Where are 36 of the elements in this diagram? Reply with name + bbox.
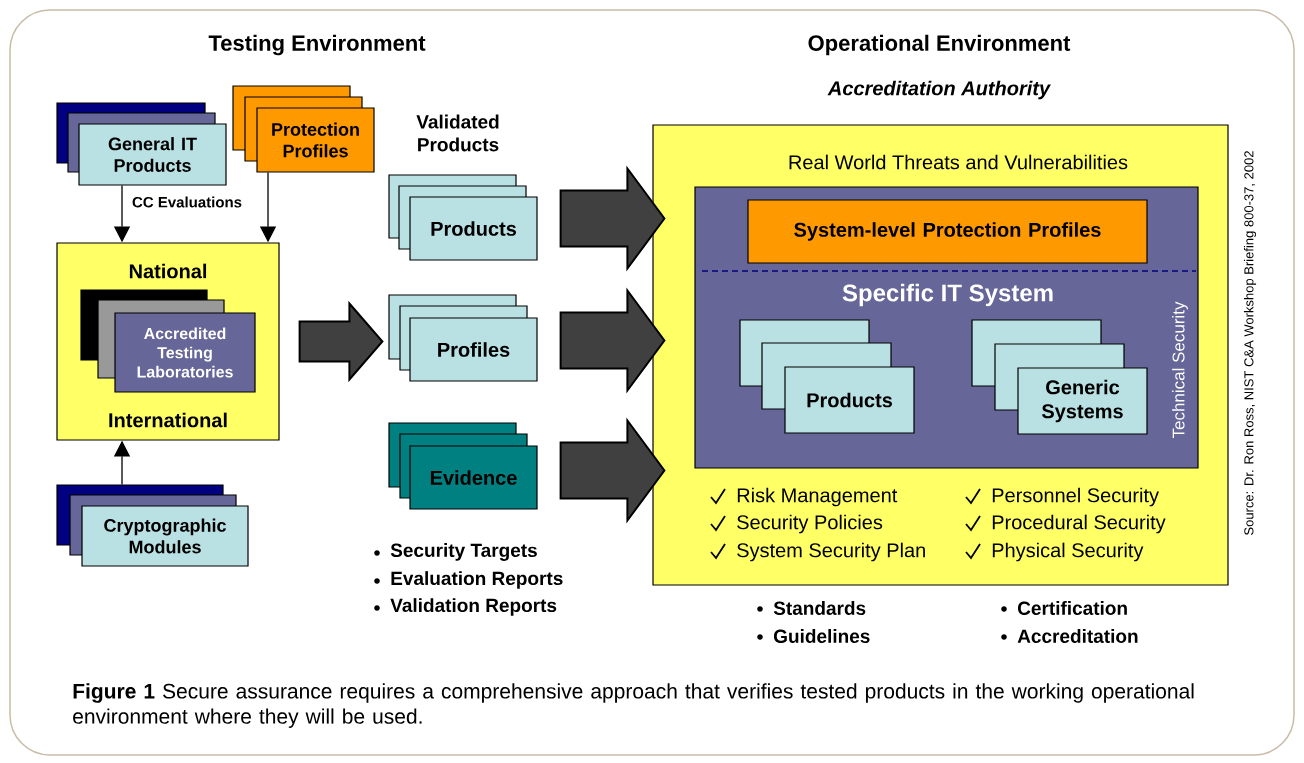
node-label: Products — [807, 392, 893, 408]
card-stack: Accredited Testing Laboratories — [80, 289, 256, 393]
list-item: Evaluation Reports — [391, 571, 563, 589]
list-item: Risk Management — [737, 487, 898, 507]
list-item: Procedural Security — [992, 514, 1166, 534]
column-heading: Operational Environment — [808, 34, 1071, 56]
card-stack: Profiles — [388, 294, 538, 382]
block-arrow — [559, 417, 666, 524]
column-heading: Validated Products — [416, 114, 499, 152]
block-arrow — [559, 287, 666, 394]
block-arrow — [559, 165, 666, 272]
card-stack: General IT Products — [56, 102, 227, 186]
list-item: Personnel Security — [992, 487, 1159, 507]
figure-caption: Figure 1 Secure assurance requires a comprehensive approach that verifies tested products in the working operational environment where they will be used. — [73, 683, 1194, 728]
list-item: Guidelines — [774, 629, 870, 643]
edge-label: CC Evaluations — [131, 195, 243, 209]
list-item: Security Targets — [390, 543, 537, 561]
list-item: Accreditation — [1017, 629, 1138, 643]
list-item: System Security Plan — [737, 542, 925, 562]
node-label: Accreditation Authority — [827, 80, 1051, 100]
card-stack: Products — [739, 319, 915, 434]
block-arrow — [298, 300, 384, 383]
list-item: Physical Security — [992, 542, 1144, 562]
column-heading: Testing Environment — [208, 34, 426, 56]
card-stack: Cryptographic Modules — [56, 484, 249, 567]
node-label: Systems — [1041, 404, 1123, 423]
source-note: Source: Dr. Ron Ross, NIST C&A Workshop Briefing 800-37, 2002 — [1243, 151, 1257, 535]
list-item: Certification — [1018, 601, 1127, 615]
list-item: Security Policies — [737, 514, 883, 534]
card-stack: Evidence — [388, 422, 538, 510]
card-stack: Generic Systems — [971, 319, 1148, 435]
card-stack: Protection Profiles — [232, 85, 375, 173]
list-item: Validation Reports — [390, 598, 557, 616]
list-item: Standards — [773, 601, 866, 615]
profile-box: System-level Protection Profiles — [747, 199, 1148, 264]
card-stack: Products — [388, 174, 538, 261]
